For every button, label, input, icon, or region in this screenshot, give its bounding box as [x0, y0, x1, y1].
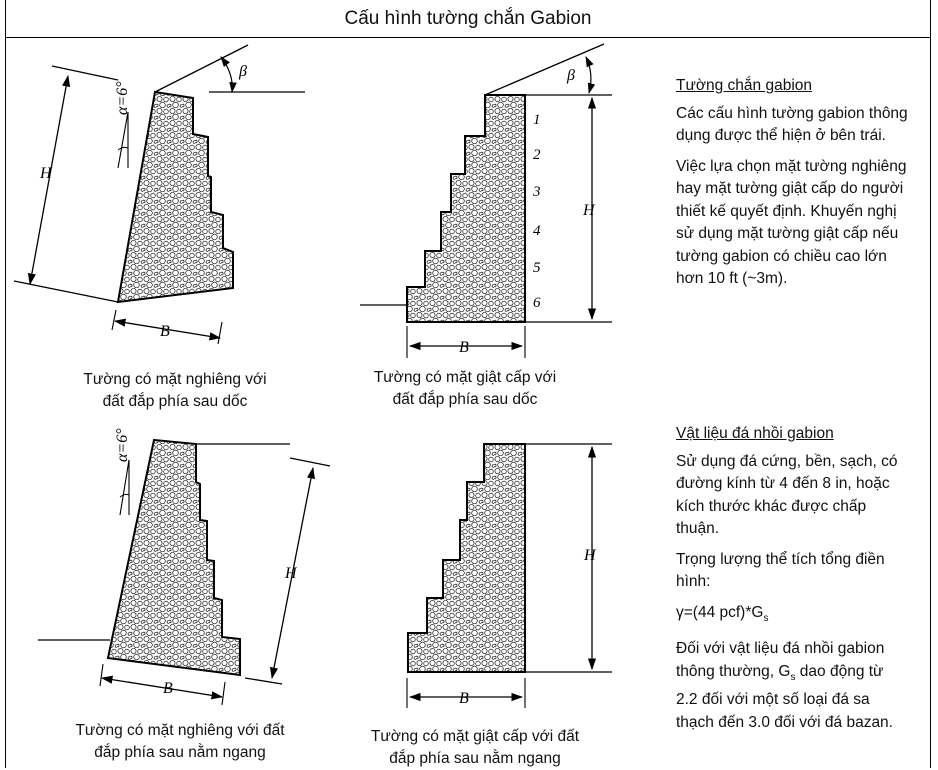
- caption-top-left: Tường có mặt nghiêng với đất đắp phía sa…: [60, 369, 290, 413]
- caption-line: Tường có mặt giật cấp với đất: [370, 728, 580, 745]
- caption-line: Tường có mặt giật cấp với: [373, 369, 557, 386]
- tr-beta-label: β: [566, 67, 575, 84]
- panel-heading: Tường chắn gabion: [676, 77, 813, 94]
- caption-top-right: Tường có mặt giật cấp với đất đắp phía s…: [350, 367, 580, 411]
- tier-6: 6: [533, 295, 541, 311]
- wall-tl: [13, 44, 305, 345]
- tl-beta-label: β: [238, 63, 247, 80]
- tier-4: 4: [533, 223, 541, 239]
- formula-text: γ=(44 pcf)*G: [676, 603, 764, 621]
- bl-alpha-label: α=6°: [114, 428, 131, 462]
- panel-gabion-wall: Tường chắn gabion Các cấu hình tường gab…: [676, 75, 908, 299]
- br-base-label: B: [459, 690, 469, 707]
- caption-line: Tường có mặt nghiêng với đất: [75, 722, 285, 739]
- wall-br: [406, 443, 612, 708]
- panel-paragraph: Sử dụng đá cứng, bền, sạch, có đường kín…: [676, 452, 898, 538]
- page-title: Cấu hình tường chắn Gabion: [5, 0, 931, 38]
- tl-alpha-label: α=6°: [114, 81, 131, 115]
- panel-paragraph: Đối với vật liệu đá nhồi gabion thông th…: [676, 638, 908, 734]
- panel-heading: Vật liệu đá nhồi gabion: [676, 425, 834, 442]
- tier-1: 1: [533, 112, 541, 128]
- wall-bl: [38, 438, 331, 706]
- tier-5: 5: [533, 260, 541, 276]
- caption-bottom-right: Tường có mặt giật cấp với đất đắp phía s…: [345, 726, 605, 770]
- caption-line: đất đắp phía sau dốc: [102, 393, 248, 410]
- bl-height-label: H: [284, 565, 298, 582]
- caption-bottom-left: Tường có mặt nghiêng với đất đắp phía sa…: [50, 720, 310, 764]
- caption-line: đắp phía sau nằm ngang: [389, 750, 561, 767]
- panel-paragraph: Trọng lượng thể tích tổng điền hình:: [676, 550, 885, 591]
- gs-subscript: s: [790, 671, 796, 683]
- tier-3: 3: [532, 184, 541, 200]
- page-frame: [5, 0, 931, 768]
- bl-base-label: B: [163, 680, 173, 697]
- formula-subscript: s: [763, 612, 769, 624]
- br-height-label: H: [583, 547, 597, 564]
- unit-weight-formula: γ=(44 pcf)*Gs: [676, 602, 908, 631]
- panel-paragraph: Các cấu hình tường gabion thông dụng đượ…: [676, 104, 908, 145]
- tl-height-label: H: [39, 165, 53, 182]
- tl-base-label: B: [160, 323, 170, 340]
- tr-height-label: H: [582, 202, 596, 219]
- gs-text-b: dao động từ 2.2 đối với một số loại đá s…: [676, 662, 893, 731]
- tr-base-label: B: [459, 339, 469, 356]
- tier-2: 2: [533, 147, 541, 163]
- caption-line: Tường có mặt nghiêng với: [83, 371, 267, 388]
- panel-paragraph: Việc lựa chọn mặt tường nghiêng hay mặt …: [676, 157, 907, 288]
- caption-line: đất đắp phía sau dốc: [392, 391, 538, 408]
- gs-text-a: Đối với vật liệu đá nhồi gabion thông th…: [676, 640, 885, 680]
- panel-gabion-fill: Vật liệu đá nhồi gabion Sử dụng đá cứng,…: [676, 423, 908, 742]
- wall-tr: [360, 43, 612, 358]
- caption-line: đắp phía sau nằm ngang: [94, 744, 266, 761]
